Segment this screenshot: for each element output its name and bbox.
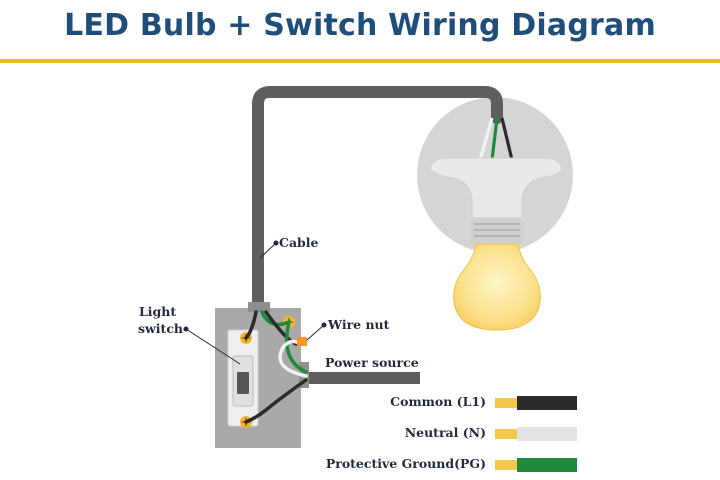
legend-common-label: Common (L1) bbox=[390, 394, 486, 409]
title-underline bbox=[0, 59, 720, 63]
legend-common-wire bbox=[517, 396, 577, 410]
legend-neutral-wire bbox=[517, 427, 577, 441]
power-source-label: Power source bbox=[325, 355, 419, 370]
light-switch-label-line1: Light bbox=[139, 304, 176, 319]
legend-ground-wire bbox=[517, 458, 577, 472]
led-bulb bbox=[453, 243, 541, 331]
legend-ground-label: Protective Ground(PG) bbox=[326, 456, 486, 471]
legend-common-ferrule bbox=[495, 398, 517, 408]
label-leaders bbox=[183, 240, 327, 365]
page-title: LED Bulb + Switch Wiring Diagram bbox=[64, 8, 656, 43]
cable-label: Cable bbox=[279, 235, 319, 250]
legend-neutral-label: Neutral (N) bbox=[405, 425, 486, 440]
wire-nut bbox=[297, 337, 307, 346]
legend-neutral-ferrule bbox=[495, 429, 517, 439]
wire-nut-label: Wire nut bbox=[327, 317, 390, 332]
cable bbox=[252, 86, 503, 311]
light-switch-label-line2: switch bbox=[138, 321, 183, 336]
light-switch bbox=[227, 329, 259, 427]
fixture-wires bbox=[478, 117, 514, 161]
box-wires bbox=[244, 310, 308, 424]
lamp-holder bbox=[429, 157, 563, 244]
wire-legend: Common (L1) Neutral (N) Protective Groun… bbox=[326, 394, 577, 472]
legend-ground-ferrule bbox=[495, 460, 517, 470]
